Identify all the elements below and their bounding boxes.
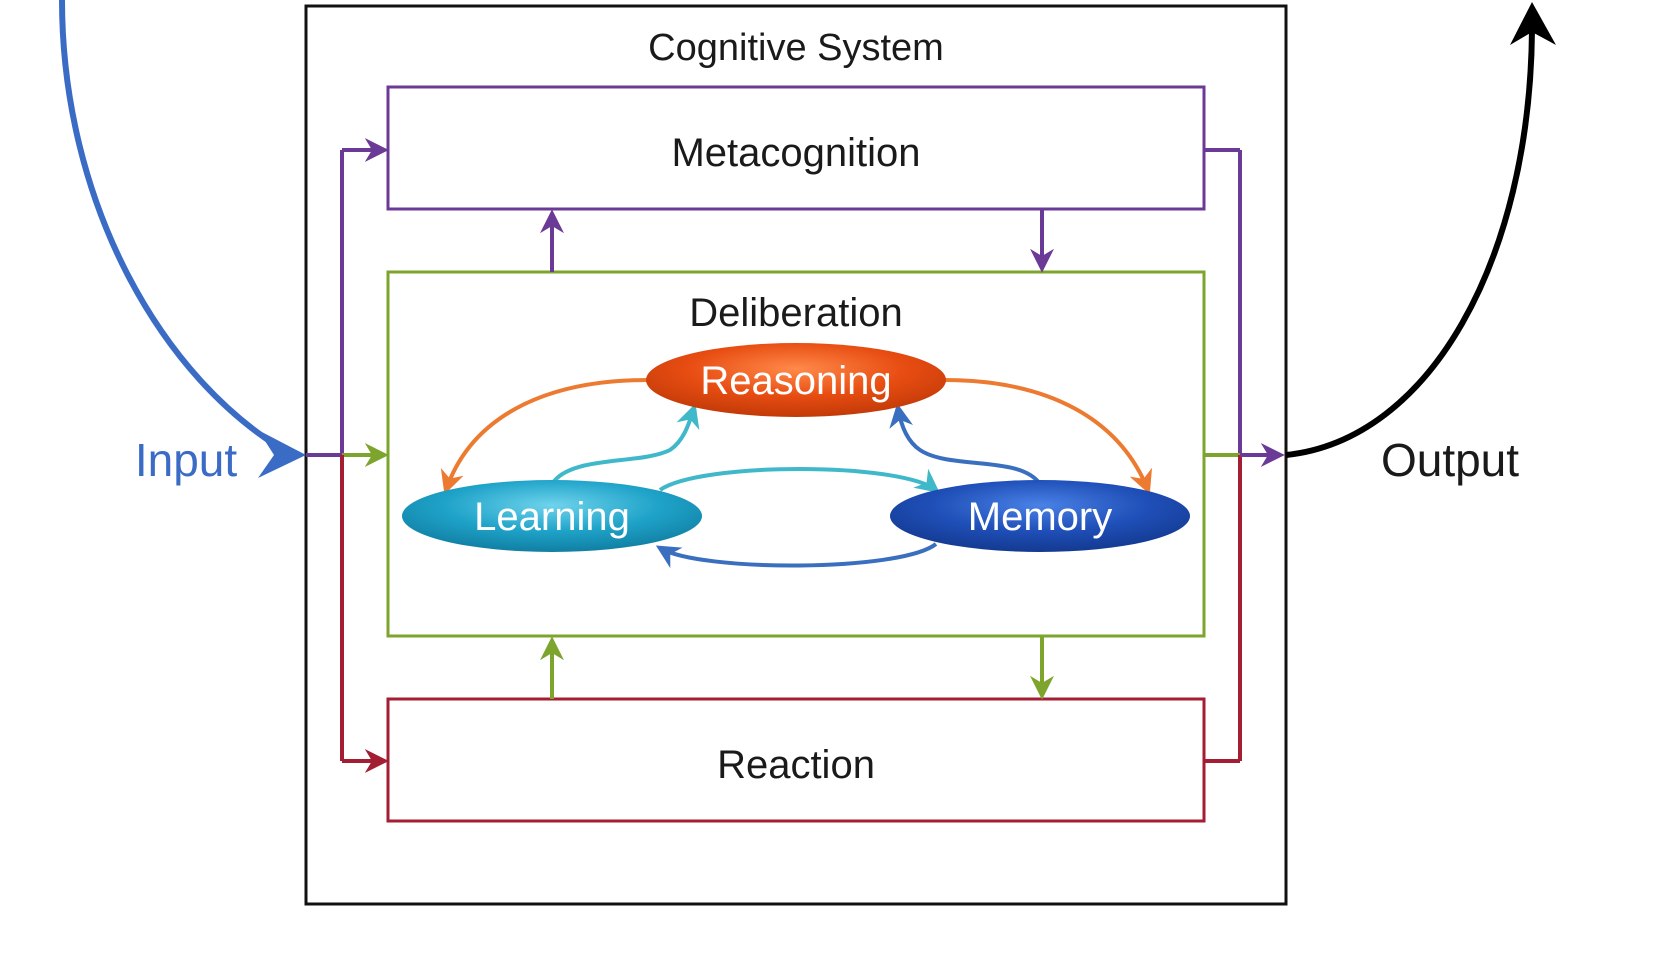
memory-to-reasoning-arrow: [889, 403, 1042, 486]
deliberation-box: [386, 270, 1206, 638]
reasoning-to-memory-arrow: [943, 378, 1152, 495]
learning-node: Learning: [402, 480, 702, 552]
metacognition-label: Metacognition: [671, 131, 920, 175]
output-label: Output: [1381, 434, 1519, 486]
memory-to-learning-arrow: [655, 542, 938, 569]
cognitive-system-title: Cognitive System: [648, 27, 944, 69]
input-label: Input: [135, 434, 238, 486]
metacognition-box: [386, 85, 1206, 211]
deliberation-label: Deliberation: [689, 291, 902, 335]
reasoning-node: Reasoning: [646, 343, 946, 417]
reaction-label: Reaction: [717, 743, 875, 787]
right-collection: [1204, 148, 1285, 763]
memory-label: Memory: [968, 495, 1112, 539]
learning-label: Learning: [474, 495, 630, 539]
memory-node: Memory: [890, 480, 1190, 552]
input-arrowhead: [258, 430, 306, 478]
left-distribution: [306, 138, 389, 773]
reasoning-label: Reasoning: [700, 359, 891, 403]
learning-to-reasoning-arrow: [550, 403, 700, 486]
reasoning-to-learning-arrow: [440, 378, 649, 495]
output-arrow: [1285, 29, 1535, 458]
learning-to-memory-arrow: [658, 467, 940, 493]
input-arrow: [59, 0, 294, 458]
output-arrowhead: [1510, 2, 1556, 45]
